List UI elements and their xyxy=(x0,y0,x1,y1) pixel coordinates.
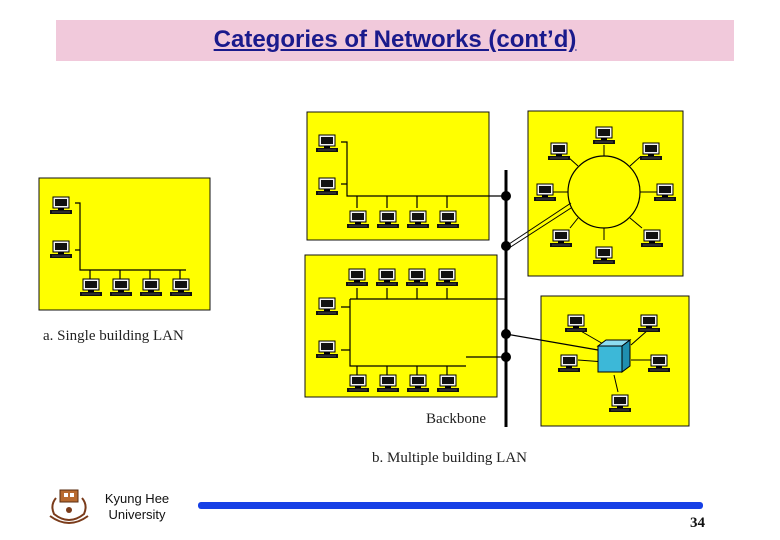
computer-icon xyxy=(406,210,430,229)
computer-icon xyxy=(79,278,103,297)
computer-icon xyxy=(49,240,73,259)
backbone xyxy=(501,170,599,427)
computer-icon xyxy=(346,210,370,229)
computer-icon xyxy=(436,210,460,229)
university-name-line1: Kyung Hee xyxy=(104,491,170,506)
computer-icon xyxy=(640,229,664,248)
building-2 xyxy=(304,254,506,398)
page-number: 34 xyxy=(690,515,705,531)
computer-icon xyxy=(592,126,616,145)
computer-icon xyxy=(637,314,661,333)
computer-icon xyxy=(405,268,429,287)
computer-icon xyxy=(376,210,400,229)
computer-icon xyxy=(345,268,369,287)
computer-icon xyxy=(608,394,632,413)
computer-icon xyxy=(639,142,663,161)
university-name-line2: University xyxy=(108,507,166,522)
computer-icon xyxy=(315,297,339,316)
slide-title: Categories of Networks (cont’d) xyxy=(213,26,577,53)
switch-icon xyxy=(596,339,632,373)
computer-icon xyxy=(49,196,73,215)
computer-icon xyxy=(533,183,557,202)
computer-icon xyxy=(557,354,581,373)
computer-icon xyxy=(109,278,133,297)
computer-icon xyxy=(647,354,671,373)
computer-icon xyxy=(315,340,339,359)
backbone-label: Backbone xyxy=(426,411,486,427)
computer-icon xyxy=(435,268,459,287)
computer-icon xyxy=(139,278,163,297)
university-seal-logo xyxy=(49,489,89,524)
footer-bar xyxy=(198,502,703,509)
computer-icon xyxy=(564,314,588,333)
computer-icon xyxy=(315,177,339,196)
building-1 xyxy=(306,111,506,241)
computer-icon xyxy=(592,246,616,265)
computer-icon xyxy=(436,374,460,393)
computer-icon xyxy=(169,278,193,297)
caption-multiple-building: b. Multiple building LAN xyxy=(372,450,527,466)
single-building xyxy=(38,177,211,311)
computer-icon xyxy=(315,134,339,153)
caption-single-building: a. Single building LAN xyxy=(43,328,184,344)
computer-icon xyxy=(375,268,399,287)
building-4-star xyxy=(540,295,690,427)
computer-icon xyxy=(549,229,573,248)
computer-icon xyxy=(406,374,430,393)
computer-icon xyxy=(376,374,400,393)
university-name: Kyung Hee University xyxy=(92,491,182,523)
computer-icon xyxy=(346,374,370,393)
building-3-ring xyxy=(527,110,684,277)
computer-icon xyxy=(653,183,677,202)
computer-icon xyxy=(547,142,571,161)
title-bar: Categories of Networks (cont’d) xyxy=(56,20,734,61)
